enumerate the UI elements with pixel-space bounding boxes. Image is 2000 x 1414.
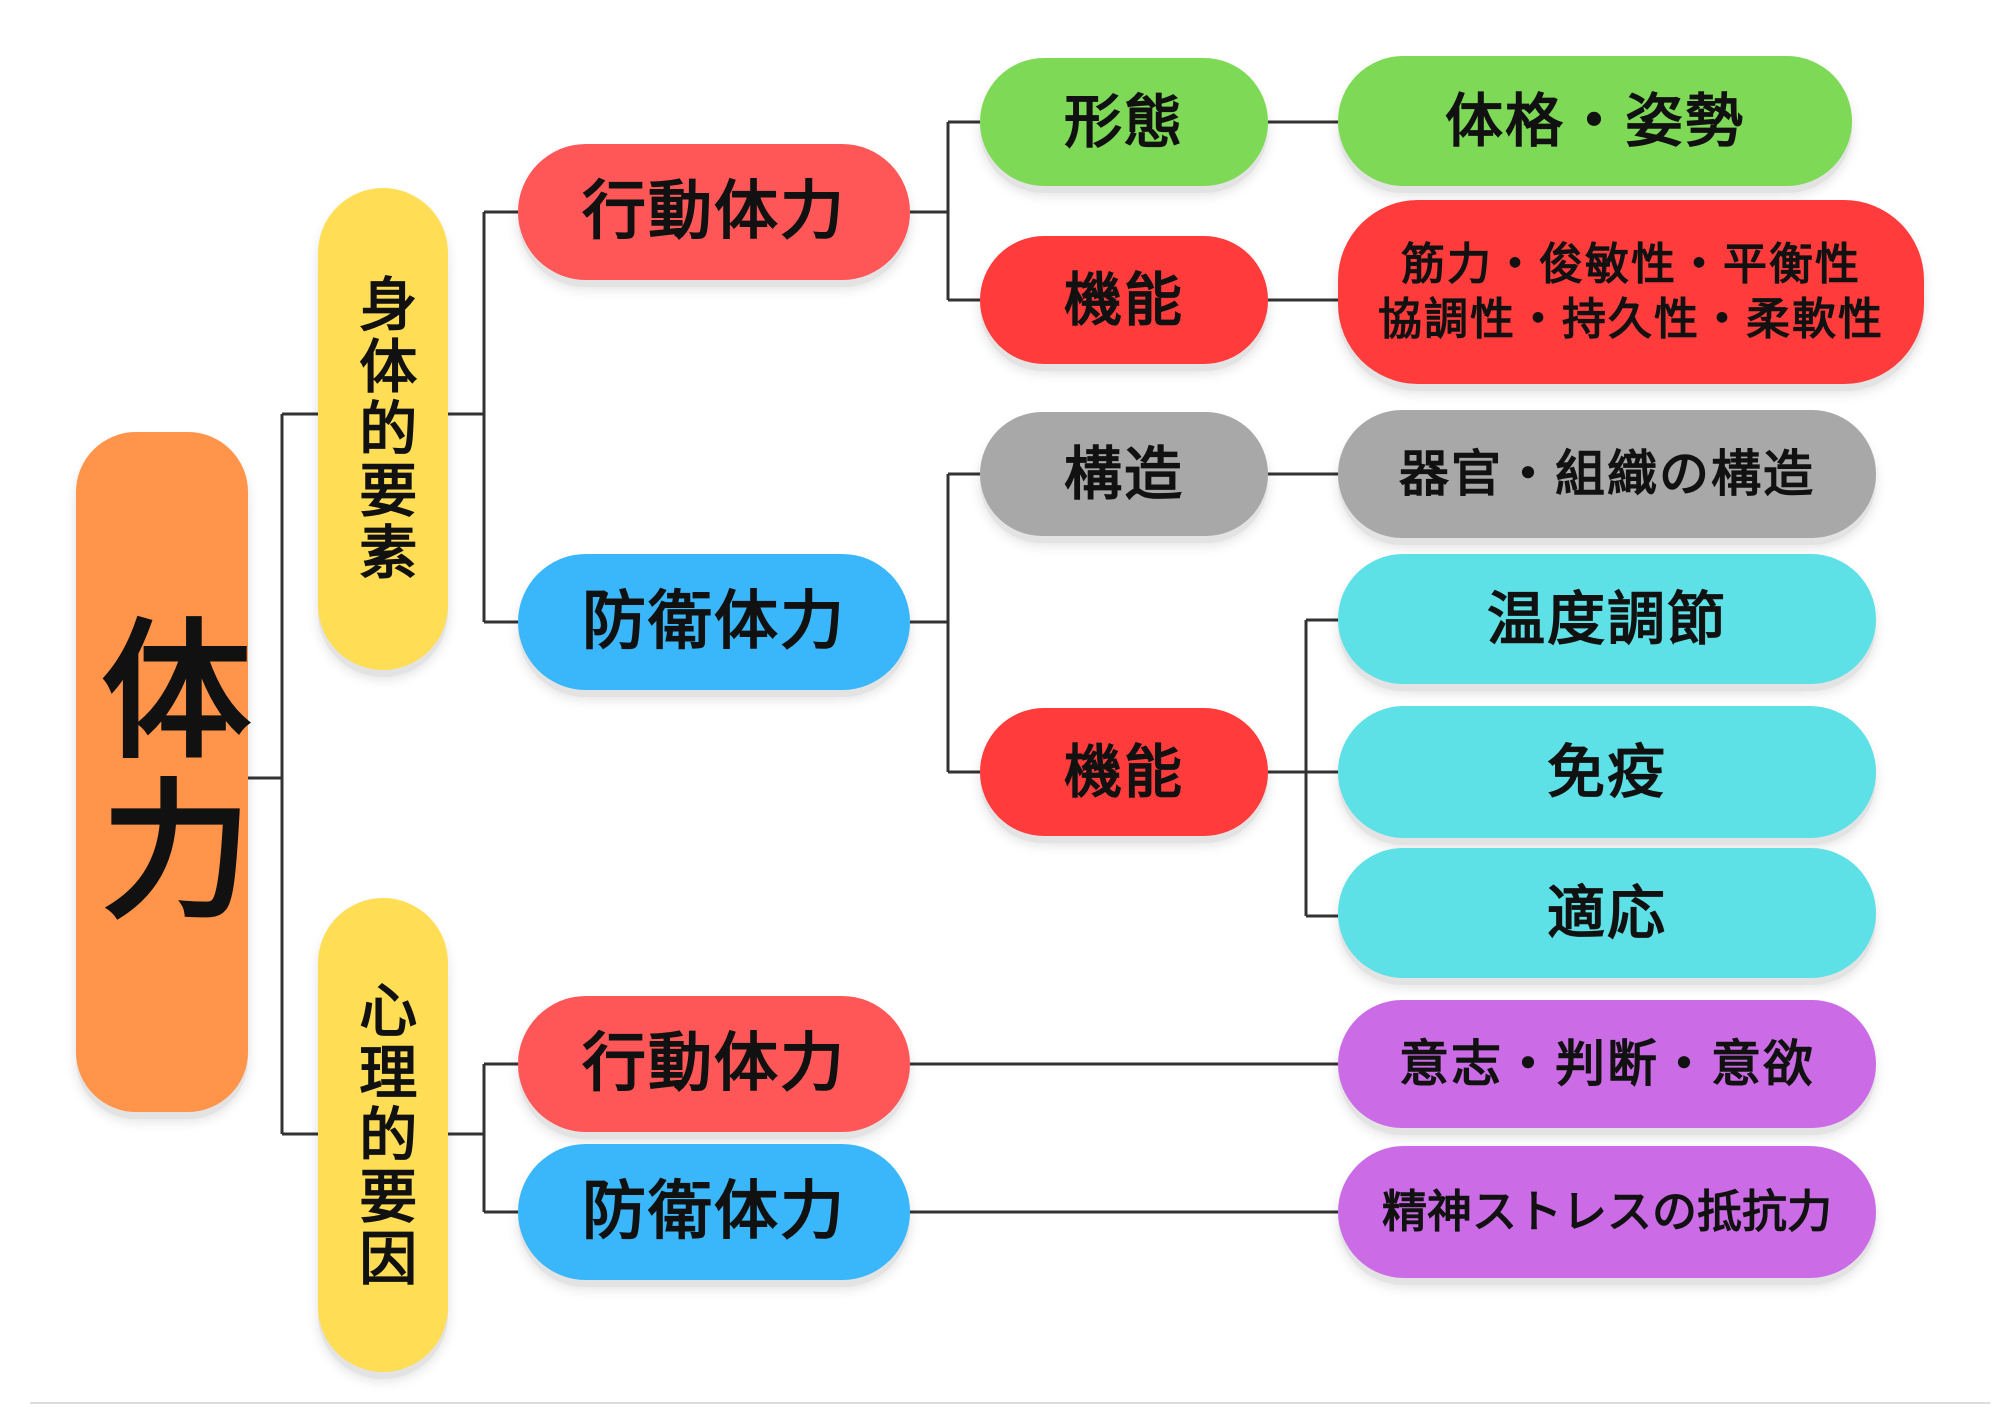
action-function-detail-node: 筋力・俊敏性・平衡性 協調性・持久性・柔軟性 xyxy=(1338,200,1924,384)
temperature-regulation-node: 温度調節 xyxy=(1338,554,1876,684)
mental-defense-label: 防衛体力 xyxy=(582,1175,846,1249)
structure-node: 構造 xyxy=(980,412,1268,536)
structure-detail-label: 器官・組織の構造 xyxy=(1399,444,1815,503)
physical-defense-node: 防衛体力 xyxy=(518,554,910,690)
action-function-detail-line2: 協調性・持久性・柔軟性 xyxy=(1378,294,1884,345)
action-function-node: 機能 xyxy=(980,236,1268,364)
root-label: 体力 xyxy=(75,612,250,932)
physical-defense-label: 防衛体力 xyxy=(582,585,846,659)
mental-action-detail-node: 意志・判断・意欲 xyxy=(1338,1000,1876,1128)
mental-category-label: 心理的要因 xyxy=(349,980,418,1290)
physical-category-label: 身体的要素 xyxy=(349,274,418,584)
form-node: 形態 xyxy=(980,58,1268,186)
root-node: 体力 xyxy=(76,432,250,1112)
physical-action-node: 行動体力 xyxy=(518,144,910,280)
mental-defense-detail-node: 精神ストレスの抵抗力 xyxy=(1338,1146,1876,1278)
action-function-label: 機能 xyxy=(1063,265,1184,334)
physical-action-label: 行動体力 xyxy=(582,175,846,249)
structure-detail-node: 器官・組織の構造 xyxy=(1338,410,1876,538)
action-function-detail-line1: 筋力・俊敏性・平衡性 xyxy=(1401,239,1861,290)
defense-function-label: 機能 xyxy=(1063,737,1184,806)
bottom-divider xyxy=(30,1402,1990,1404)
adaptation-label: 適応 xyxy=(1546,878,1667,947)
physical-category-node: 身体的要素 xyxy=(318,188,448,670)
mental-action-label: 行動体力 xyxy=(582,1027,846,1101)
adaptation-node: 適応 xyxy=(1338,848,1876,978)
structure-label: 構造 xyxy=(1063,439,1184,508)
defense-function-node: 機能 xyxy=(980,708,1268,836)
form-detail-node: 体格・姿勢 xyxy=(1338,56,1852,186)
mental-defense-detail-label: 精神ストレスの抵抗力 xyxy=(1381,1184,1832,1238)
mental-action-detail-label: 意志・判断・意欲 xyxy=(1399,1034,1815,1093)
form-label: 形態 xyxy=(1063,87,1184,156)
temperature-regulation-label: 温度調節 xyxy=(1486,584,1727,653)
form-detail-label: 体格・姿勢 xyxy=(1444,86,1745,155)
mental-defense-node: 防衛体力 xyxy=(518,1144,910,1280)
mental-category-node: 心理的要因 xyxy=(318,898,448,1372)
immunity-node: 免疫 xyxy=(1338,706,1876,838)
mental-action-node: 行動体力 xyxy=(518,996,910,1132)
immunity-label: 免疫 xyxy=(1546,737,1667,806)
